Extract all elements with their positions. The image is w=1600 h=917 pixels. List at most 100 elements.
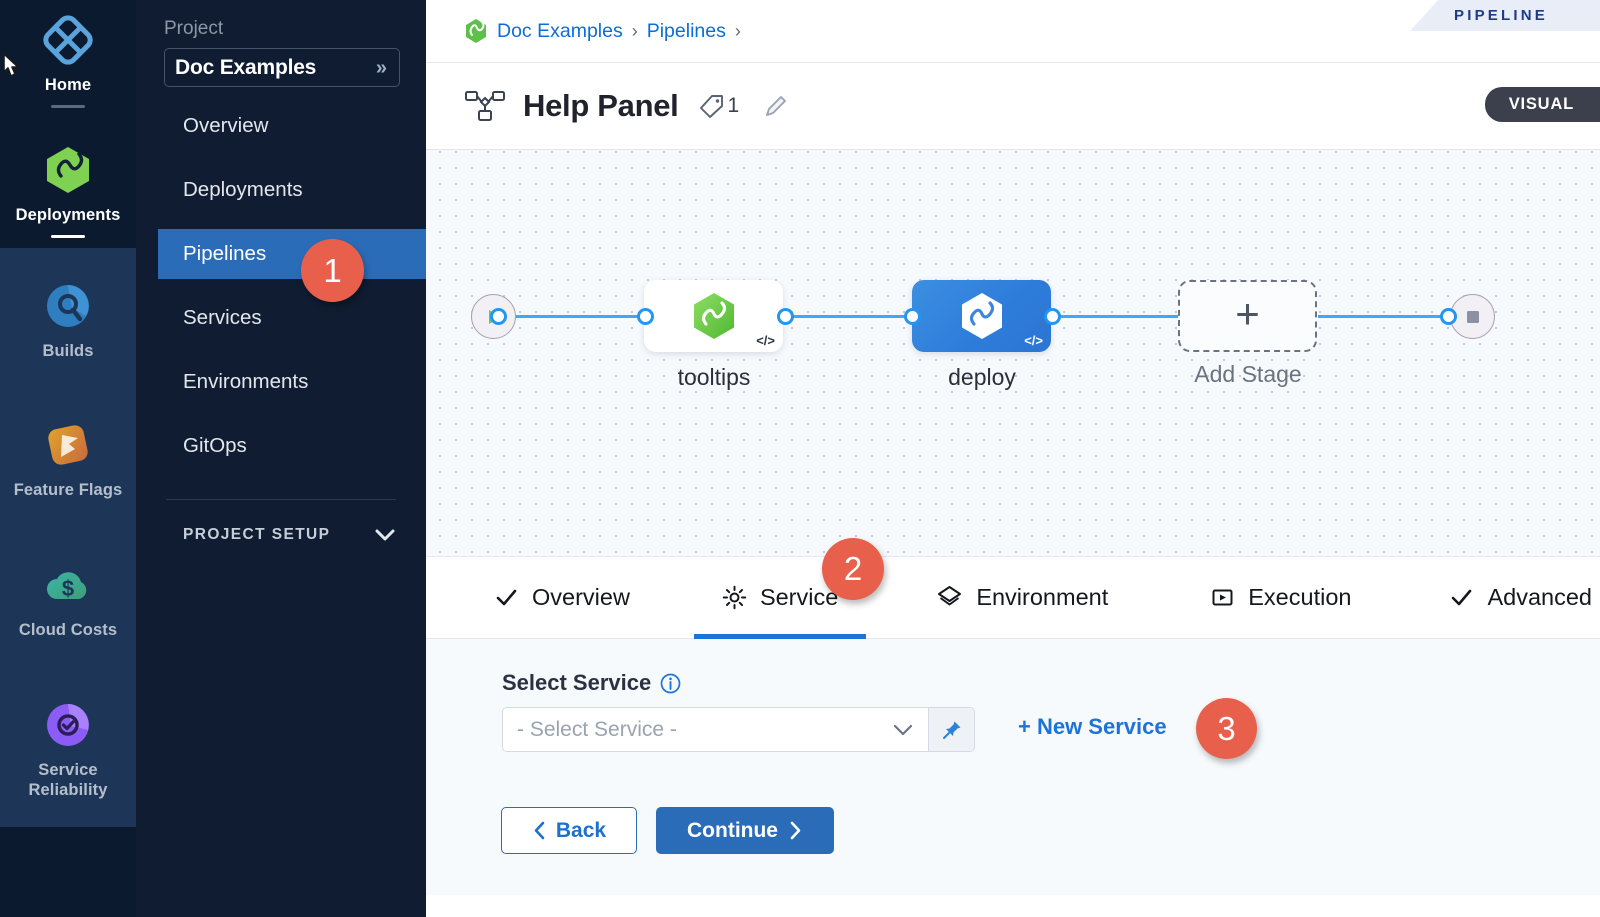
- node-code-badge: </>: [756, 333, 775, 348]
- pipeline-canvas[interactable]: </> tooltips </> deploy + Add Stage: [426, 150, 1600, 557]
- check-icon: [494, 585, 519, 610]
- sidebar-item-environments[interactable]: Environments: [183, 370, 309, 393]
- port-tooltips-in[interactable]: [637, 308, 654, 325]
- rail-item-feature-flags[interactable]: Feature Flags: [0, 387, 136, 528]
- rail-item-label: Builds: [42, 341, 94, 360]
- mouse-cursor-icon: [3, 53, 19, 77]
- pencil-icon[interactable]: [762, 93, 789, 120]
- port-end-in[interactable]: [1440, 308, 1457, 325]
- callout-badge-1: 1: [301, 239, 364, 302]
- cloud-costs-icon: $: [47, 572, 87, 601]
- select-service-value: - Select Service -: [517, 717, 677, 741]
- breadcrumb-bar: Doc Examples › Pipelines › PIPELINE: [426, 0, 1600, 62]
- back-button[interactable]: Back: [501, 807, 637, 854]
- project-setup-section[interactable]: PROJECT SETUP: [136, 526, 426, 544]
- breadcrumb-link-pipelines[interactable]: Pipelines: [646, 19, 726, 42]
- select-service-label-text: Select Service: [502, 670, 652, 695]
- callout-badge-3: 3: [1196, 698, 1257, 759]
- continue-button[interactable]: Continue: [656, 807, 834, 854]
- pipeline-node-tooltips[interactable]: </>: [644, 280, 783, 352]
- select-service-input[interactable]: - Select Service -: [503, 708, 928, 751]
- rail-item-builds[interactable]: Builds: [0, 247, 136, 388]
- svg-text:$: $: [62, 576, 74, 601]
- callout-badge-2: 2: [822, 538, 884, 600]
- tab-service[interactable]: Service: [693, 557, 867, 639]
- project-name: Doc Examples: [175, 55, 317, 79]
- home-diamond-icon: [43, 15, 93, 65]
- edge-deploy-addstage: [1054, 315, 1182, 318]
- tab-overview[interactable]: Overview: [466, 557, 658, 639]
- edge-tooltips-deploy: [786, 315, 910, 318]
- tab-environment[interactable]: Environment: [908, 557, 1136, 639]
- deployments-hexagon-icon: [47, 146, 89, 193]
- rail-item-label: Cloud Costs: [18, 621, 118, 640]
- visual-mode-badge[interactable]: VISUAL: [1484, 87, 1600, 122]
- stage-tab-bar: Overview Service: [426, 557, 1600, 639]
- layers-icon: [936, 584, 963, 611]
- stop-square-icon: [1466, 310, 1479, 323]
- project-section-label: Project: [164, 18, 224, 39]
- tag-count: 1: [727, 94, 740, 117]
- chevron-down-icon: [375, 529, 395, 541]
- harness-hexagon-green-icon: [693, 293, 734, 339]
- rail-item-label: Home: [44, 76, 92, 94]
- edge-addstage-end: [1318, 315, 1448, 318]
- breadcrumb-separator: ›: [734, 20, 741, 41]
- breadcrumb-link-project[interactable]: Doc Examples: [497, 19, 623, 42]
- add-stage-button[interactable]: +: [1178, 280, 1317, 352]
- sidebar-item-gitops[interactable]: GitOps: [183, 434, 247, 457]
- project-hexagon-icon: [466, 19, 486, 43]
- tab-advanced[interactable]: Advanced: [1421, 557, 1600, 639]
- rail-item-label: Deployments: [15, 205, 121, 224]
- port-start-out[interactable]: [490, 308, 507, 325]
- pipeline-stages-icon: [465, 91, 505, 121]
- service-reliability-icon: [47, 703, 89, 746]
- tab-execution[interactable]: Execution: [1182, 557, 1379, 639]
- port-deploy-in[interactable]: [904, 308, 921, 325]
- port-tooltips-out[interactable]: [777, 308, 794, 325]
- pipeline-node-deploy[interactable]: </>: [912, 280, 1051, 352]
- tab-label: Service: [759, 584, 839, 610]
- pipeline-node-label-tooltips: tooltips: [677, 364, 751, 390]
- port-deploy-out[interactable]: [1044, 308, 1061, 325]
- pipeline-node-label-deploy: deploy: [948, 364, 1016, 390]
- edge-start-tooltips: [502, 315, 646, 318]
- play-box-icon: [1210, 585, 1235, 610]
- pin-icon: [942, 721, 960, 739]
- breadcrumb-separator: ›: [631, 20, 638, 41]
- tag-group[interactable]: 1: [698, 93, 740, 120]
- pipeline-end-node[interactable]: [1450, 294, 1495, 339]
- sidebar-item-overview[interactable]: Overview: [183, 114, 269, 137]
- feature-flags-icon: [48, 425, 88, 466]
- back-button-label: Back: [555, 818, 607, 842]
- rail-item-deployments[interactable]: Deployments: [0, 117, 136, 248]
- pin-button[interactable]: [928, 708, 974, 751]
- sidebar-item-services[interactable]: Services: [183, 306, 262, 329]
- rail-item-label: Feature Flags: [13, 481, 123, 500]
- rail-item-cloud-costs[interactable]: $ Cloud Costs: [0, 527, 136, 667]
- sidebar-item-deployments[interactable]: Deployments: [183, 178, 303, 201]
- main-nav-rail: Home Deployments Builds: [0, 0, 136, 917]
- chevron-left-icon: [534, 821, 545, 840]
- builds-icon: [47, 284, 89, 327]
- chevron-right-icon: [790, 821, 801, 840]
- new-service-link[interactable]: + New Service: [1018, 714, 1167, 739]
- add-stage-label: Add Stage: [1194, 361, 1302, 387]
- tab-label: Environment: [976, 584, 1109, 610]
- breadcrumb: Doc Examples › Pipelines ›: [464, 18, 741, 44]
- rail-active-underline: [51, 104, 85, 108]
- harness-hexagon-white-icon: [961, 293, 1002, 339]
- rail-item-service-reliability[interactable]: Service Reliability: [0, 666, 136, 827]
- sidebar-item-pipelines[interactable]: Pipelines: [158, 229, 426, 279]
- rail-item-home[interactable]: Home: [0, 0, 136, 118]
- continue-button-label: Continue: [687, 818, 778, 842]
- select-service-label: Select Service: [502, 670, 681, 696]
- rail-item-label: Service Reliability: [28, 760, 108, 799]
- check-icon: [1449, 585, 1474, 610]
- tab-label: Execution: [1248, 584, 1352, 610]
- page-title: Help Panel: [523, 88, 679, 123]
- tag-icon: [699, 94, 723, 118]
- project-selector[interactable]: Doc Examples »: [164, 48, 400, 87]
- info-icon[interactable]: [660, 673, 681, 694]
